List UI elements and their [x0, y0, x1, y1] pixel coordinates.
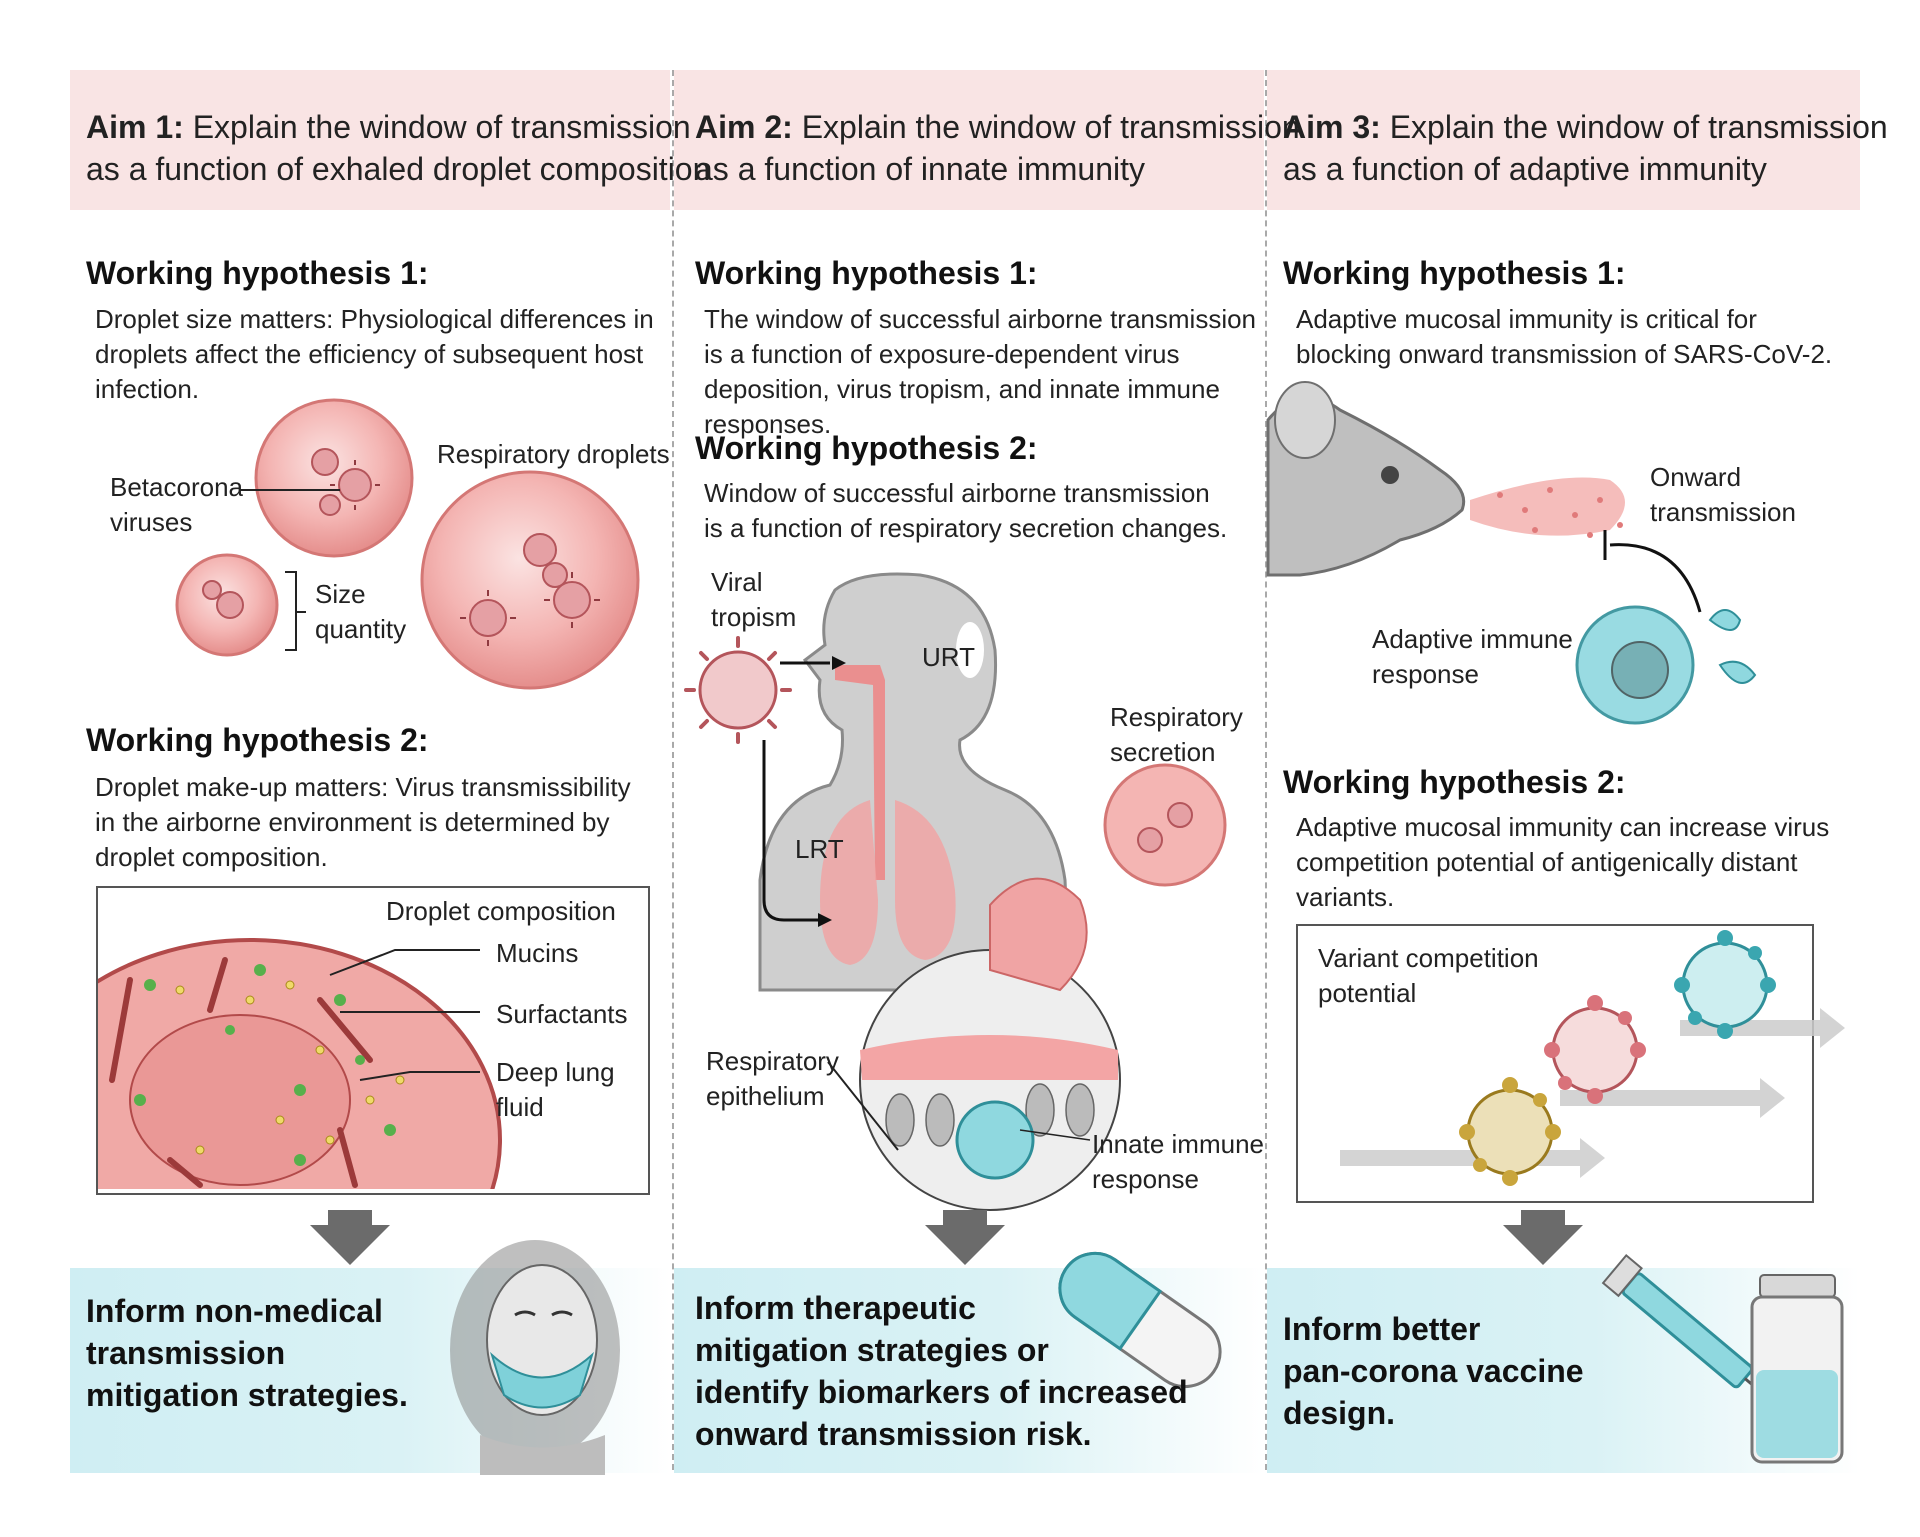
aim1-line2: as a function of exhaled droplet composi… [86, 151, 711, 187]
label-quantity: quantity [315, 614, 407, 644]
aim3-title: Aim 3: Explain the window of transmissio… [1283, 106, 1888, 190]
col3-outcome-line: design. [1283, 1395, 1396, 1431]
variant-box-line1: Variant competition [1318, 943, 1539, 973]
label-surfactants: Surfactants [496, 999, 628, 1029]
column-divider-1 [672, 70, 674, 1470]
col3-outcome-line: pan-corona vaccine [1283, 1353, 1584, 1389]
aim3-line2: as a function of adaptive immunity [1283, 151, 1767, 187]
col1-outcome-line: transmission [86, 1335, 286, 1371]
down-arrow-icon [925, 1210, 1005, 1265]
col1-outcome-line: mitigation strategies. [86, 1377, 408, 1413]
col2-outcome-line: Inform therapeutic [695, 1290, 976, 1326]
label-resp-secretion-1: Respiratory [1110, 702, 1243, 732]
col2-wh2-title: Working hypothesis 2: [695, 430, 1038, 466]
label-mucins: Mucins [496, 938, 579, 968]
col3-outcome-line: Inform better [1283, 1311, 1481, 1347]
col2-outcome-line: onward transmission risk. [695, 1416, 1092, 1452]
down-arrow-icon [1503, 1210, 1583, 1265]
col2-wh1-title: Working hypothesis 1: [695, 255, 1038, 291]
col2-outcome-text: Inform therapeutic mitigation strategies… [695, 1287, 1188, 1455]
capsule-pill-illustration [1058, 1251, 1222, 1389]
down-arrow-icon [310, 1210, 390, 1265]
col1-wh1-title: Working hypothesis 1: [86, 255, 429, 291]
label-adaptive-1: Adaptive immune [1372, 624, 1573, 654]
aim1-label: Aim 1: [86, 109, 184, 145]
col1-wh2-title: Working hypothesis 2: [86, 722, 429, 758]
label-respiratory-droplets: Respiratory droplets [437, 439, 670, 469]
label-onward-1: Onward [1650, 462, 1742, 492]
syringe-vial-illustration [1601, 1253, 1844, 1464]
col3-wh1-text: Adaptive mucosal immunity is critical fo… [1296, 304, 1833, 369]
col3-wh2-title: Working hypothesis 2: [1283, 764, 1626, 800]
col3-outcome-text: Inform better pan-corona vaccine design. [1283, 1308, 1584, 1434]
col2-outcome-line: mitigation strategies or [695, 1332, 1049, 1368]
col1-outcome-line: Inform non-medical [86, 1293, 383, 1329]
aim1-title: Aim 1: Explain the window of transmissio… [86, 106, 710, 190]
col2-wh2-text: Window of successful airborne transmissi… [704, 478, 1228, 543]
label-onward-2: transmission [1650, 497, 1796, 527]
aim2-line2: as a function of innate immunity [695, 151, 1146, 187]
col3-wh2-text: Adaptive mucosal immunity can increase v… [1296, 812, 1830, 912]
column-divider-2 [1265, 70, 1267, 1470]
aim2-line1: Explain the window of transmission [792, 109, 1300, 145]
aim3-label: Aim 3: [1283, 109, 1381, 145]
label-adaptive-2: response [1372, 659, 1479, 689]
label-tropism: tropism [711, 602, 797, 632]
aim2-label: Aim 2: [695, 109, 793, 145]
variant-box-line2: potential [1318, 978, 1417, 1008]
col1-outcome-text: Inform non-medical transmission mitigati… [86, 1290, 408, 1416]
aim3-header [1267, 70, 1860, 210]
label-deep-lung-1: Deep lung [496, 1057, 615, 1087]
label-innate-1: Innate immune [1092, 1129, 1264, 1159]
aim1-line1: Explain the window of transmission [183, 109, 691, 145]
aim2-header [674, 70, 1264, 210]
aim1-header [70, 70, 670, 210]
label-lrt: LRT [795, 834, 844, 864]
col1-wh2-text: Droplet make-up matters: Virus transmiss… [95, 772, 631, 872]
label-resp-epithelium-2: epithelium [706, 1081, 825, 1111]
col1-wh1-text: Droplet size matters: Physiological diff… [95, 304, 654, 404]
droplet-composition-title: Droplet composition [386, 896, 616, 926]
aim3-line1: Explain the window of transmission [1380, 109, 1888, 145]
label-resp-epithelium-1: Respiratory [706, 1046, 839, 1076]
aim2-title: Aim 2: Explain the window of transmissio… [695, 106, 1300, 190]
label-size: Size [315, 579, 366, 609]
label-viruses: viruses [110, 507, 193, 537]
col2-wh1-text: The window of successful airborne transm… [704, 304, 1257, 439]
label-viral: Viral [711, 567, 763, 597]
masked-woman-illustration [450, 1240, 620, 1475]
label-betacorona: Betacorona [110, 472, 243, 502]
col3-wh1-title: Working hypothesis 1: [1283, 255, 1626, 291]
label-innate-2: response [1092, 1164, 1199, 1194]
label-resp-secretion-2: secretion [1110, 737, 1216, 767]
label-deep-lung-2: fluid [496, 1092, 544, 1122]
label-urt: URT [922, 642, 975, 672]
col2-outcome-line: identify biomarkers of increased [695, 1374, 1188, 1410]
